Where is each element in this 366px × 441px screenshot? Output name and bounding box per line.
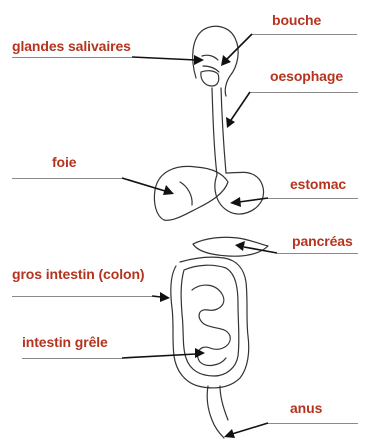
- arrow-intestin-grele: [122, 348, 205, 358]
- mouth-cavity: [202, 55, 219, 72]
- arrow-gros-intestin: [152, 292, 170, 302]
- arrow-foie: [122, 178, 174, 195]
- arrow-oesophage: [226, 92, 250, 128]
- large-intestine-inner: [181, 265, 239, 376]
- rectum: [207, 386, 228, 438]
- arrow-estomac: [230, 197, 268, 207]
- pancreas: [193, 237, 268, 256]
- arrow-anus: [224, 423, 268, 438]
- salivary-gland: [201, 71, 219, 86]
- stomach: [215, 172, 264, 214]
- esophagus: [212, 88, 226, 175]
- liver-lobe-line: [180, 182, 192, 205]
